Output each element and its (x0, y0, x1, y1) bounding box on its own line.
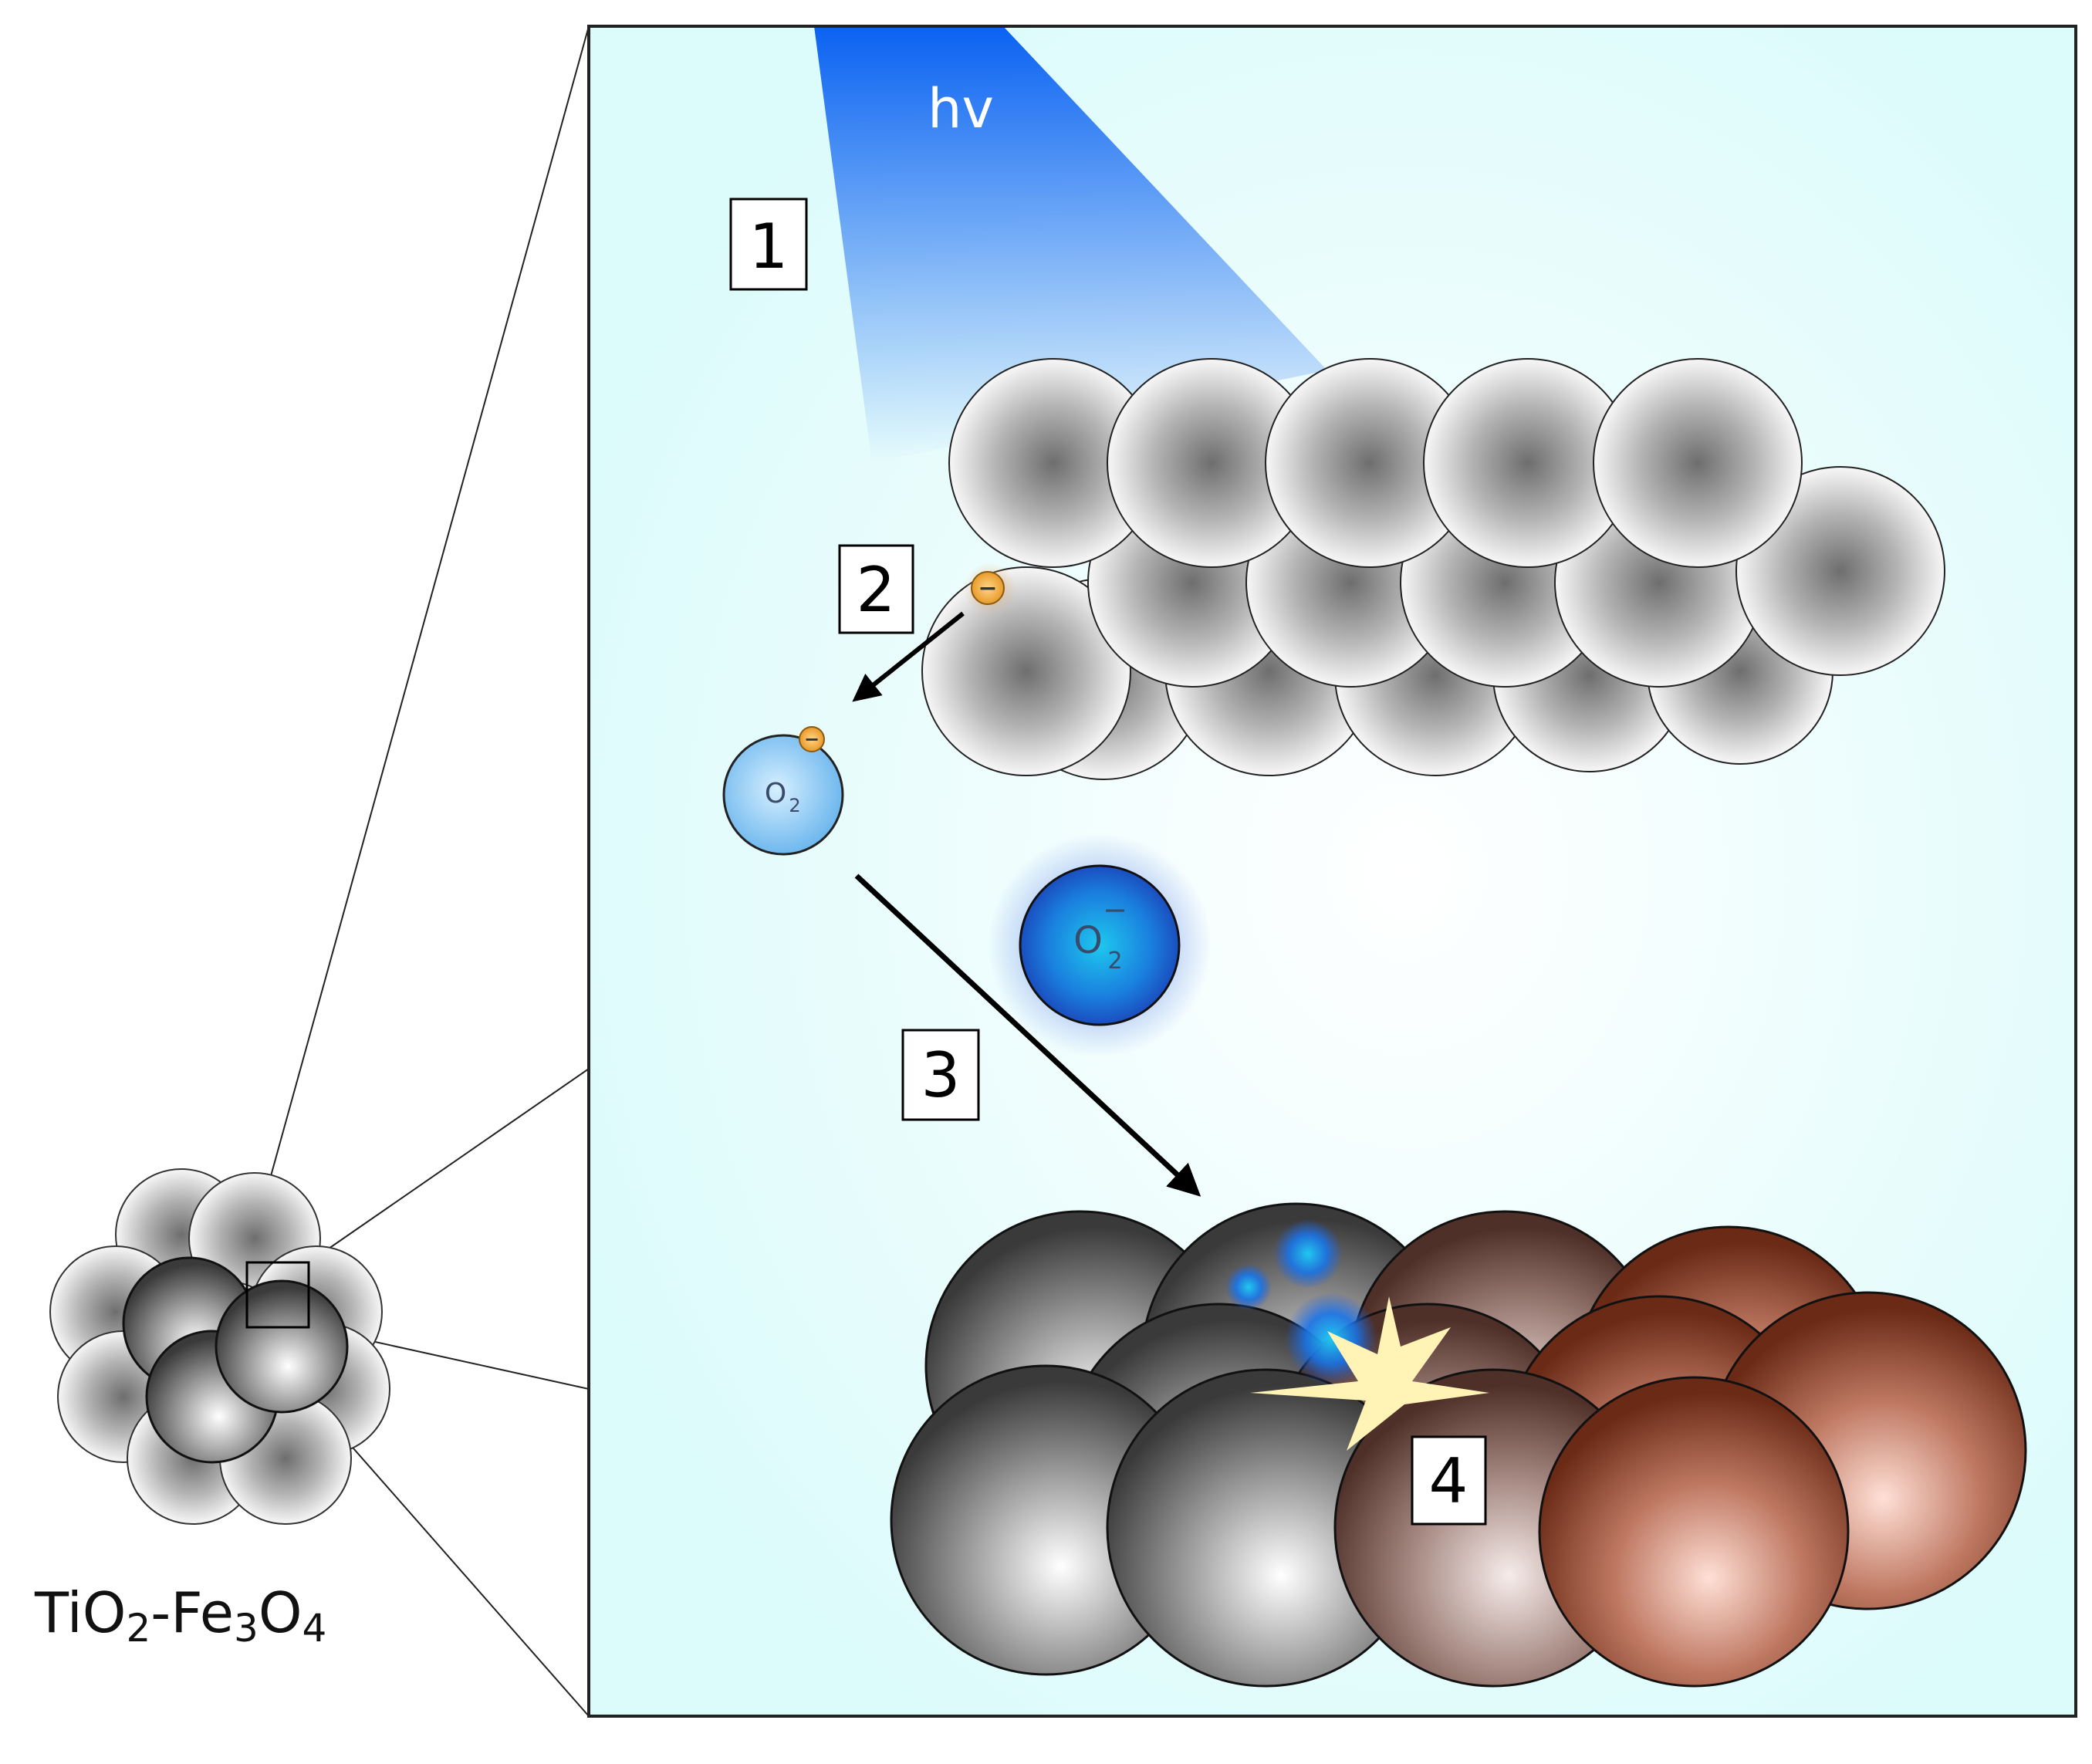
step-3-label: 3 (921, 1039, 961, 1111)
composite-particle (49, 1168, 390, 1525)
electron-symbol: − (978, 575, 997, 602)
step-4-box: 4 (1411, 1435, 1487, 1526)
step-2-label: 2 (857, 554, 896, 626)
tio2-layer (921, 358, 1945, 780)
step-1-label: 1 (749, 211, 789, 282)
step-1-box: 1 (729, 198, 808, 291)
step-2-box: 2 (838, 544, 914, 634)
light-label: hv (928, 77, 994, 140)
light-beam (814, 26, 1327, 463)
oxygen-electron: − (799, 726, 825, 752)
superoxide-charge: − (1103, 893, 1127, 927)
fe3o4-layer (890, 1202, 2027, 1688)
arrow-diffusion (854, 874, 1201, 1197)
step-4-label: 4 (1429, 1445, 1468, 1517)
oxygen-label: O (765, 778, 786, 809)
arrow-transfer (852, 611, 965, 702)
oxygen-electron-symbol: − (804, 728, 820, 750)
step-3-box: 3 (901, 1029, 980, 1121)
oxygen-subscript: 2 (789, 795, 800, 816)
reaction-burst-icon (1250, 1296, 1489, 1451)
composite-caption: TiO2-Fe3O4 (34, 1580, 326, 1651)
oxygen-molecule: O 2 (722, 734, 844, 856)
superoxide-subscript: 2 (1107, 948, 1122, 975)
superoxide-radical: O 2 − (988, 833, 1212, 1057)
surface-radicals (1225, 1219, 1377, 1385)
zoom-panel (587, 25, 2077, 1718)
zoom-region-box (245, 1261, 310, 1329)
electron: − (964, 563, 1016, 615)
superoxide-label: O (1073, 919, 1103, 962)
